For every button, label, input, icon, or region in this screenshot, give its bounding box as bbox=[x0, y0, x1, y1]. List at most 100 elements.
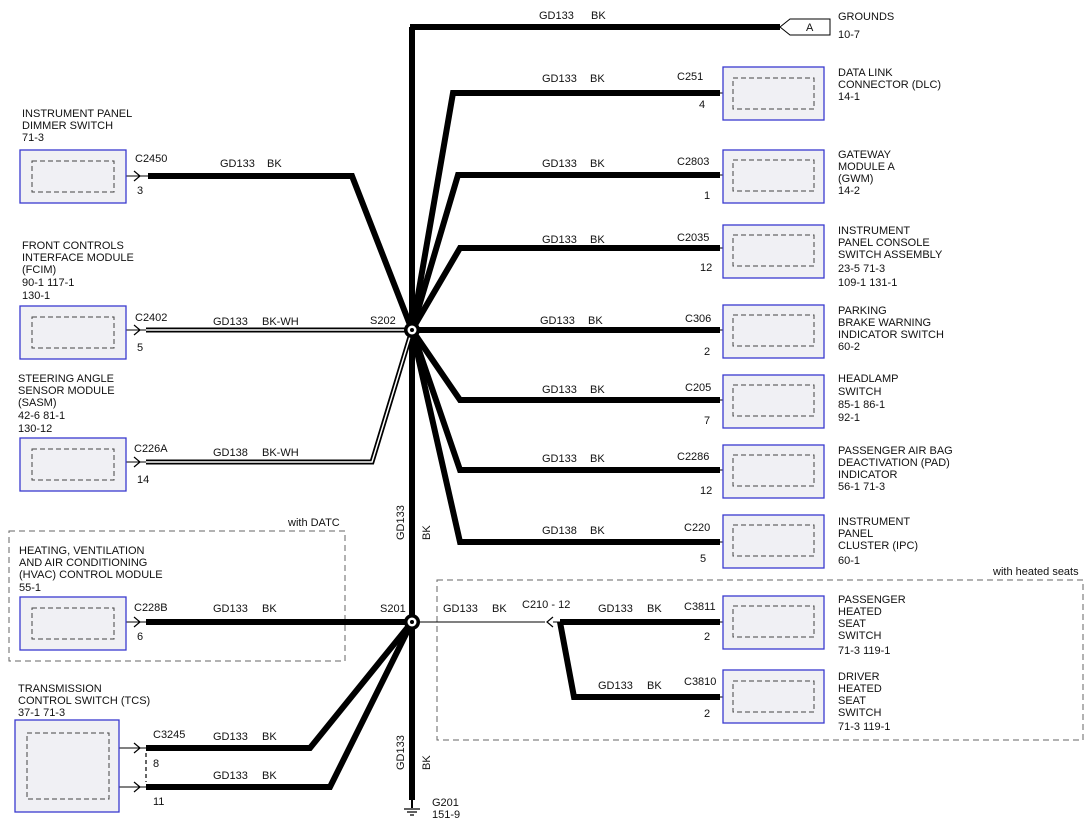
sasm-module bbox=[19, 437, 127, 492]
grounds-label: GROUNDS bbox=[838, 11, 894, 23]
headlamp-name-0: HEADLAMP bbox=[838, 373, 899, 385]
ground-symbol-icon bbox=[404, 800, 420, 816]
headlamp-branch: GD133 BK C205 7 HEADLAMP SWITCH 85-1 86-… bbox=[409, 328, 899, 429]
driver-seat-branch: GD133 BK C3810 2 DRIVER HEATED SEAT SWIT… bbox=[598, 669, 890, 733]
ipc-switch-connector: C2035 bbox=[677, 232, 709, 244]
pass-seat-name-0: PASSENGER bbox=[838, 594, 906, 606]
tcs-connector: C3245 bbox=[153, 729, 185, 741]
pad-ref-0: 56-1 71-3 bbox=[838, 481, 885, 493]
drv-seat-name-2: SEAT bbox=[838, 695, 866, 707]
headlamp-ref-1: 92-1 bbox=[838, 412, 860, 424]
tcs-module bbox=[14, 719, 120, 813]
dlc-name-0: DATA LINK bbox=[838, 67, 893, 79]
hvac-color: BK bbox=[262, 603, 277, 615]
hvac-module bbox=[19, 596, 127, 651]
fcim-module bbox=[19, 305, 127, 360]
tcs-circuit-0: GD133 bbox=[213, 731, 248, 743]
pad-module bbox=[722, 444, 825, 499]
drv-seat-name-0: DRIVER bbox=[838, 671, 880, 683]
sasm-name-2: (SASM) bbox=[18, 397, 57, 409]
dimmer-pin: 3 bbox=[137, 185, 143, 197]
drv-seat-connector: C3810 bbox=[684, 676, 716, 688]
dimmer-name-1: DIMMER SWITCH bbox=[22, 120, 113, 132]
hvac-connector: C228B bbox=[134, 602, 168, 614]
ipc-switch-name-2: SWITCH ASSEMBLY bbox=[838, 249, 943, 261]
ipc-ref-0: 60-1 bbox=[838, 555, 860, 567]
pad-name-1: DEACTIVATION (PAD) bbox=[838, 457, 950, 469]
grounds-color: BK bbox=[591, 10, 606, 22]
fcim-circuit: GD133 bbox=[213, 316, 248, 328]
ipc-branch: GD138 BK C220 5 INSTRUMENT PANEL CLUSTER… bbox=[409, 329, 918, 569]
pass-seat-name-2: SEAT bbox=[838, 618, 866, 630]
ipc-color: BK bbox=[590, 525, 605, 537]
hvac-name-1: AND AIR CONDITIONING bbox=[19, 557, 147, 569]
gwm-name-0: GATEWAY bbox=[838, 149, 892, 161]
headlamp-module bbox=[722, 374, 825, 429]
splice-s202 bbox=[404, 322, 420, 338]
splice-s201 bbox=[404, 614, 420, 630]
datc-option-region bbox=[8, 530, 346, 662]
sasm-circuit: GD138 bbox=[213, 447, 248, 459]
dimmer-circuit: GD133 bbox=[220, 158, 255, 170]
gwm-color: BK bbox=[590, 158, 605, 170]
tcs-branch: TRANSMISSION CONTROL SWITCH (TCS) 37-1 7… bbox=[14, 620, 415, 813]
gwm-ref-0: 14-2 bbox=[838, 185, 860, 197]
sasm-name-0: STEERING ANGLE bbox=[18, 373, 114, 385]
fcim-name-2: (FCIM) bbox=[22, 264, 56, 276]
ip-console-branch: GD133 BK C2035 12 INSTRUMENT PANEL CONSO… bbox=[409, 224, 943, 332]
seat-branch-color: BK bbox=[492, 603, 507, 615]
fcim-connector: C2402 bbox=[135, 312, 167, 324]
parking-brake-module bbox=[722, 304, 825, 359]
trunk-lower-color: BK bbox=[421, 755, 433, 770]
tcs-color-1: BK bbox=[262, 770, 277, 782]
dimmer-branch: INSTRUMENT PANEL DIMMER SWITCH 71-3 C245… bbox=[19, 108, 415, 332]
pad-color: BK bbox=[590, 453, 605, 465]
seat-branch-circuit: GD133 bbox=[443, 603, 478, 615]
fcim-ref-0: 90-1 117-1 bbox=[22, 277, 74, 289]
tcs-name-1: CONTROL SWITCH (TCS) bbox=[18, 695, 150, 707]
sasm-ref-0: 42-6 81-1 bbox=[18, 410, 65, 422]
sasm-name-1: SENSOR MODULE bbox=[18, 385, 115, 397]
grounds-connector-id: A bbox=[806, 22, 814, 34]
parking-pin: 2 bbox=[704, 346, 710, 358]
trunk-color: BK bbox=[421, 525, 433, 540]
pad-pin: 12 bbox=[700, 485, 712, 497]
drv-seat-color: BK bbox=[647, 680, 662, 692]
fcim-name-1: INTERFACE MODULE bbox=[22, 252, 134, 264]
hvac-pin: 6 bbox=[137, 631, 143, 643]
dlc-connector: C251 bbox=[677, 71, 703, 83]
ipc-switch-circuit: GD133 bbox=[542, 234, 577, 246]
pass-seat-connector: C3811 bbox=[684, 601, 716, 613]
trunk-circuit: GD133 bbox=[395, 505, 407, 540]
gwm-module bbox=[722, 149, 825, 204]
grounds-circuit: GD133 bbox=[539, 10, 574, 22]
headlamp-pin: 7 bbox=[704, 415, 710, 427]
ipc-switch-pin: 12 bbox=[700, 262, 712, 274]
parking-name-0: PARKING bbox=[838, 305, 887, 317]
gwm-name-1: MODULE A bbox=[838, 161, 896, 173]
hvac-name-2: (HVAC) CONTROL MODULE bbox=[19, 569, 163, 581]
headlamp-circuit: GD133 bbox=[542, 384, 577, 396]
parking-name-2: INDICATOR SWITCH bbox=[838, 329, 944, 341]
headlamp-ref-0: 85-1 86-1 bbox=[838, 399, 885, 411]
heated-seats-option-label: with heated seats bbox=[992, 566, 1079, 578]
ipc-module bbox=[722, 514, 825, 569]
headlamp-name-1: SWITCH bbox=[838, 386, 881, 398]
gwm-circuit: GD133 bbox=[542, 158, 577, 170]
passenger-seat-module bbox=[722, 595, 825, 650]
fcim-pin: 5 bbox=[137, 342, 143, 354]
hvac-circuit: GD133 bbox=[213, 603, 248, 615]
parking-ref-0: 60-2 bbox=[838, 341, 860, 353]
ground-id: G201 bbox=[432, 797, 459, 809]
seat-inline-connector: C210 - 12 bbox=[522, 599, 570, 611]
tcs-circuit-1: GD133 bbox=[213, 770, 248, 782]
dimmer-color: BK bbox=[267, 158, 282, 170]
pass-seat-pin: 2 bbox=[704, 631, 710, 643]
pass-seat-color: BK bbox=[647, 603, 662, 615]
grounds-connector: A bbox=[779, 18, 831, 36]
datc-option-label: with DATC bbox=[287, 517, 340, 529]
tcs-name-0: TRANSMISSION bbox=[18, 683, 102, 695]
ipc-name-1: PANEL bbox=[838, 528, 873, 540]
gwm-connector: C2803 bbox=[677, 156, 709, 168]
